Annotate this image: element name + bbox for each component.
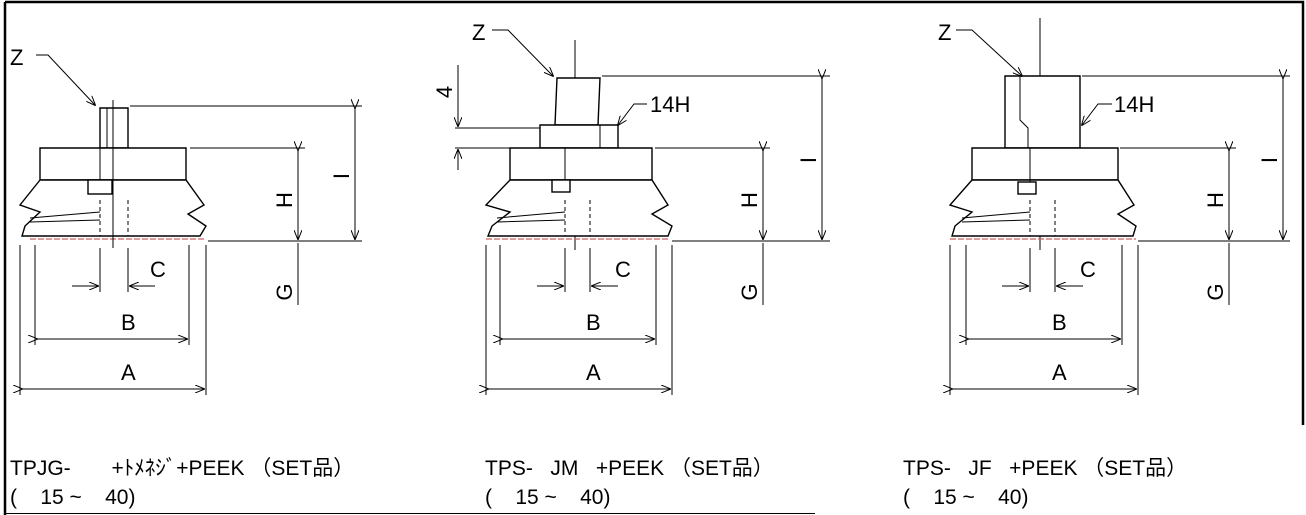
label-a: A (586, 360, 601, 385)
label-c: C (615, 257, 631, 282)
label-c: C (1080, 257, 1096, 282)
hex-nut (539, 124, 619, 149)
label-a: A (121, 360, 136, 385)
label-z: Z (10, 45, 23, 70)
label-g: G (737, 283, 762, 300)
label-h: H (737, 192, 762, 208)
label-h: H (272, 192, 297, 208)
caption-underline (5, 513, 815, 514)
bellows (948, 179, 1137, 237)
label-b: B (121, 310, 136, 335)
caption-tps-jf-model: TPS- JF +PEEK （SET品） (903, 457, 1188, 480)
label-z: Z (938, 20, 951, 45)
label-b: B (586, 310, 601, 335)
label-g: G (272, 283, 297, 300)
label-14h: 14H (1114, 92, 1154, 117)
cup-top (509, 147, 653, 181)
figure-tps-jf: Z 14H C B A H I G (938, 18, 1290, 395)
label-a: A (1052, 360, 1067, 385)
caption-tps-jm-range: ( 15 ~ 40) (485, 486, 611, 509)
insert (551, 179, 571, 193)
label-4: 4 (432, 86, 457, 98)
bellows (484, 179, 673, 237)
caption-tpjg-range: ( 15 ~ 40) (10, 486, 136, 509)
label-i: I (796, 157, 821, 163)
label-b: B (1052, 310, 1067, 335)
caption-tps-jm-model: TPS- JM +PEEK （SET品） (485, 457, 774, 480)
caption-tpjg-model: TPJG- +ﾄﾒﾈｼﾞ+PEEK （SET品） (10, 457, 355, 480)
cup-top (971, 147, 1119, 181)
label-g: G (1203, 283, 1228, 300)
figure-tps-jm: Z 4 14H C B A H I G (432, 20, 830, 395)
fitting-body (1004, 75, 1081, 149)
label-14h: 14H (650, 92, 690, 117)
label-i: I (329, 173, 354, 179)
insert (87, 179, 113, 195)
figure-tpjg: Z C B A H I G (10, 45, 362, 395)
label-z: Z (472, 20, 485, 45)
label-h: H (1203, 192, 1228, 208)
fitting (99, 107, 129, 149)
drawing-frame (3, 0, 1305, 515)
insert (1017, 181, 1037, 195)
fitting-upper (554, 77, 601, 126)
caption-tps-jf-range: ( 15 ~ 40) (903, 486, 1029, 509)
label-i: I (1257, 157, 1282, 163)
label-c: C (150, 257, 166, 282)
